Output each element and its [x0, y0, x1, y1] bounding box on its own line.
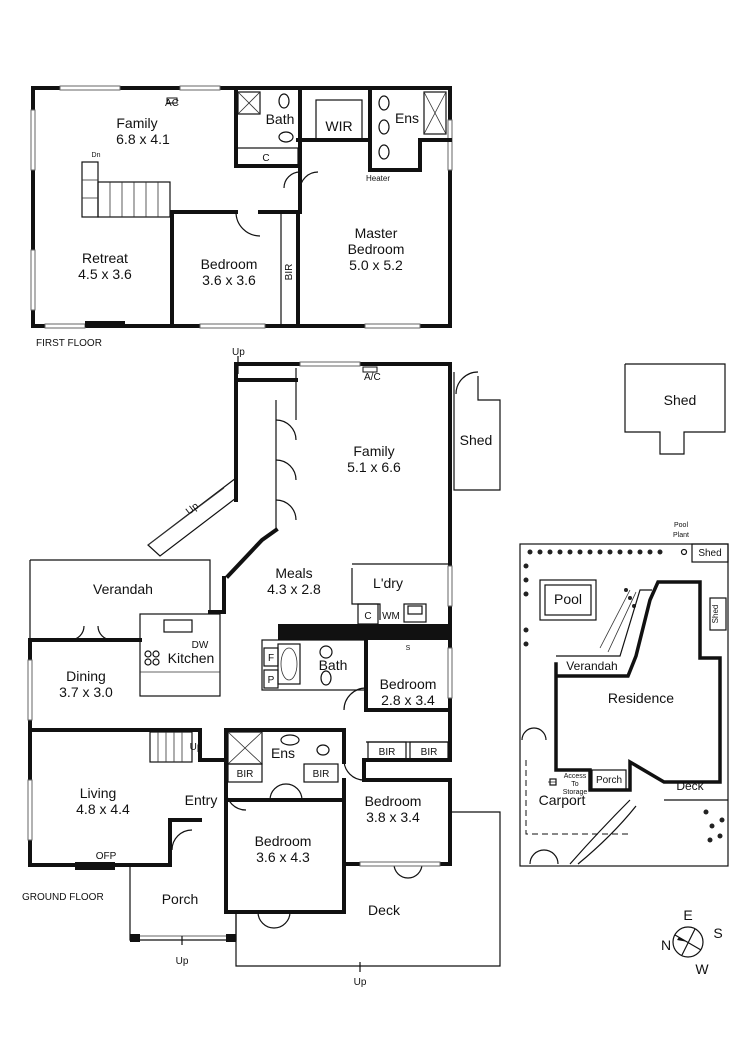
first-floor-plan: Family 6.8 x 4.1 Retreat 4.5 x 3.6 Bedro…	[30, 85, 453, 349]
gf-shed-label: Shed	[460, 432, 493, 448]
gf-family-size: 5.1 x 6.6	[347, 459, 401, 475]
compass-s: S	[713, 925, 722, 941]
ff-c-label: C	[262, 153, 269, 164]
ff-retreat-name: Retreat	[82, 250, 128, 266]
compass-n: N	[661, 937, 671, 953]
site-porch-label: Porch	[596, 775, 622, 786]
gf-laundry-label: L'dry	[373, 575, 403, 591]
ff-ac-label: AC	[165, 98, 179, 109]
gf-entry-label: Entry	[185, 792, 218, 808]
gf-up-top: Up	[232, 347, 245, 358]
site-access1: Access	[564, 773, 587, 780]
ff-retreat-size: 4.5 x 3.6	[78, 266, 132, 282]
gf-living-size: 4.8 x 4.4	[76, 801, 130, 817]
gf-bir-ens1: BIR	[237, 769, 254, 780]
site-deck-label: Deck	[676, 779, 704, 793]
ff-heater-label: Heater	[366, 174, 390, 183]
gf-bir-ens2: BIR	[313, 769, 330, 780]
gf-kitchen-label: Kitchen	[168, 650, 215, 666]
gf-bedroom-right-size: 3.8 x 3.4	[366, 809, 420, 825]
ff-ens-label: Ens	[395, 110, 419, 126]
gf-verandah-label: Verandah	[93, 581, 153, 597]
gf-porch-label: Porch	[162, 891, 199, 907]
gf-up-deck: Up	[354, 977, 367, 988]
site-shed-top: Shed	[698, 548, 721, 559]
site-access3: Storage	[563, 789, 588, 796]
ff-master-name2: Bedroom	[348, 241, 405, 257]
gf-family-name: Family	[353, 443, 394, 459]
ff-bedroom-name: Bedroom	[201, 256, 258, 272]
ff-dn-label: Dn	[92, 152, 101, 159]
gf-bedroom-mid-name: Bedroom	[255, 833, 312, 849]
site-plan: Pool Plant Shed Shed Pool Verandah Resid…	[519, 522, 729, 867]
compass-rose: E N S W	[661, 907, 723, 977]
ground-floor-plan: Up A/C Shed Family 5.1 x 6.6 Up Verandah…	[22, 347, 501, 988]
gf-c-label: C	[364, 611, 371, 622]
site-access2: To	[571, 781, 579, 788]
ff-bath-label: Bath	[266, 111, 295, 127]
gf-ofp-label: OFP	[96, 851, 117, 862]
gf-f-label: F	[268, 653, 274, 664]
gf-bir-right1: BIR	[379, 747, 396, 758]
gf-deck-label: Deck	[368, 902, 401, 918]
ff-bir-label: BIR	[284, 264, 295, 281]
gf-p-label: P	[268, 675, 275, 686]
ff-bedroom-size: 3.6 x 3.6	[202, 272, 256, 288]
compass-e: E	[683, 907, 692, 923]
gf-bedroom-right-name: Bedroom	[365, 793, 422, 809]
site-pool-plant2: Plant	[673, 532, 689, 539]
site-shed-side: Shed	[711, 605, 720, 624]
site-carport-label: Carport	[539, 792, 586, 808]
site-pool-plant1: Pool	[674, 522, 688, 529]
gf-ens-label: Ens	[271, 745, 295, 761]
gf-living-name: Living	[80, 785, 117, 801]
gf-bedroom-small-name: Bedroom	[380, 676, 437, 692]
gf-up-stairs: Up	[190, 742, 203, 753]
first-floor-label: FIRST FLOOR	[36, 338, 102, 349]
gf-meals-size: 4.3 x 2.8	[267, 581, 321, 597]
gf-bath-label: Bath	[319, 657, 348, 673]
shed-outline: Shed	[624, 363, 726, 455]
ff-master-size: 5.0 x 5.2	[349, 257, 403, 273]
gf-up-porch: Up	[176, 956, 189, 967]
site-residence-label: Residence	[608, 690, 674, 706]
gf-bir-right2: BIR	[421, 747, 438, 758]
gf-dw-label: DW	[192, 640, 209, 651]
gf-s-label: S	[406, 645, 411, 652]
site-verandah-label: Verandah	[566, 659, 617, 673]
gf-meals-name: Meals	[275, 565, 312, 581]
gf-wm-label: WM	[382, 611, 400, 622]
ff-family-size: 6.8 x 4.1	[116, 131, 170, 147]
ff-family-name: Family	[116, 115, 157, 131]
compass-w: W	[695, 961, 709, 977]
ground-floor-label: GROUND FLOOR	[22, 892, 104, 903]
gf-bedroom-small-size: 2.8 x 3.4	[381, 692, 435, 708]
gf-bedroom-mid-size: 3.6 x 4.3	[256, 849, 310, 865]
ff-master-name1: Master	[355, 225, 398, 241]
gf-dining-size: 3.7 x 3.0	[59, 684, 113, 700]
shed-top-label: Shed	[664, 392, 697, 408]
gf-dining-name: Dining	[66, 668, 106, 684]
ff-wir-label: WIR	[325, 118, 352, 134]
site-pool-label: Pool	[554, 591, 582, 607]
gf-ac-label: A/C	[364, 372, 381, 383]
